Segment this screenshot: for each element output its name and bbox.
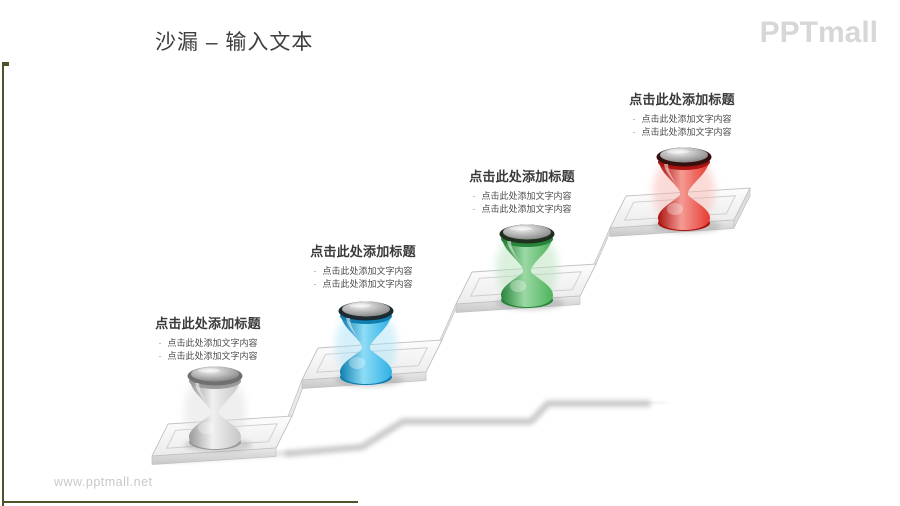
step-2-bullet-2[interactable]: ·点击此处添加文字内容 bbox=[313, 278, 413, 289]
watermark-url: www.pptmall.net bbox=[54, 475, 153, 489]
page-title: 沙漏 – 输入文本 bbox=[155, 31, 314, 54]
bullet-dot: · bbox=[632, 114, 636, 124]
bullet-dot: · bbox=[313, 266, 317, 276]
stair-risers bbox=[275, 195, 627, 449]
step-1-text-block[interactable]: 点击此处添加标题 ·点击此处添加文字内容 ·点击此处添加文字内容 bbox=[144, 313, 272, 362]
step-3-text-block[interactable]: 点击此处添加标题 ·点击此处添加文字内容 ·点击此处添加文字内容 bbox=[458, 166, 586, 215]
bullet-dot: · bbox=[158, 350, 162, 361]
step-1-bullet-1[interactable]: ·点击此处添加文字内容 bbox=[158, 338, 258, 348]
brand-frame-left bbox=[2, 62, 4, 506]
step-3-bullet-2[interactable]: ·点击此处添加文字内容 bbox=[472, 203, 572, 214]
hourglass-2-icon[interactable] bbox=[335, 301, 403, 388]
step-1-title[interactable]: 点击此处添加标题 bbox=[155, 316, 261, 331]
step-4-text-block[interactable]: 点击此处添加标题 ·点击此处添加文字内容 ·点击此处添加文字内容 bbox=[618, 89, 746, 138]
brand-frame-notch bbox=[2, 62, 9, 66]
bullet-dot: · bbox=[158, 338, 162, 348]
brand-frame-bottom bbox=[2, 501, 358, 503]
step-3-bullet-1[interactable]: ·点击此处添加文字内容 bbox=[472, 191, 572, 201]
step-4-bullet-1[interactable]: ·点击此处添加文字内容 bbox=[632, 114, 732, 124]
bullet-dot: · bbox=[472, 203, 476, 214]
hourglass-4-icon[interactable] bbox=[653, 147, 721, 234]
step-4-title[interactable]: 点击此处添加标题 bbox=[629, 92, 735, 107]
hourglass-1-icon[interactable] bbox=[184, 366, 252, 453]
pptmall-logo: PPTmall bbox=[759, 16, 878, 49]
step-4-bullet-2[interactable]: ·点击此处添加文字内容 bbox=[632, 126, 732, 137]
step-2-text-block[interactable]: 点击此处添加标题 ·点击此处添加文字内容 ·点击此处添加文字内容 bbox=[299, 241, 427, 290]
bullet-dot: · bbox=[313, 278, 317, 289]
step-2-title[interactable]: 点击此处添加标题 bbox=[310, 244, 416, 259]
step-2-bullet-1[interactable]: ·点击此处添加文字内容 bbox=[313, 266, 413, 276]
bullet-dot: · bbox=[632, 126, 636, 137]
bullet-dot: · bbox=[472, 191, 476, 201]
step-1-bullet-2[interactable]: ·点击此处添加文字内容 bbox=[158, 350, 258, 361]
step-3-title[interactable]: 点击此处添加标题 bbox=[469, 169, 575, 184]
hourglass-3-icon[interactable] bbox=[496, 224, 564, 311]
